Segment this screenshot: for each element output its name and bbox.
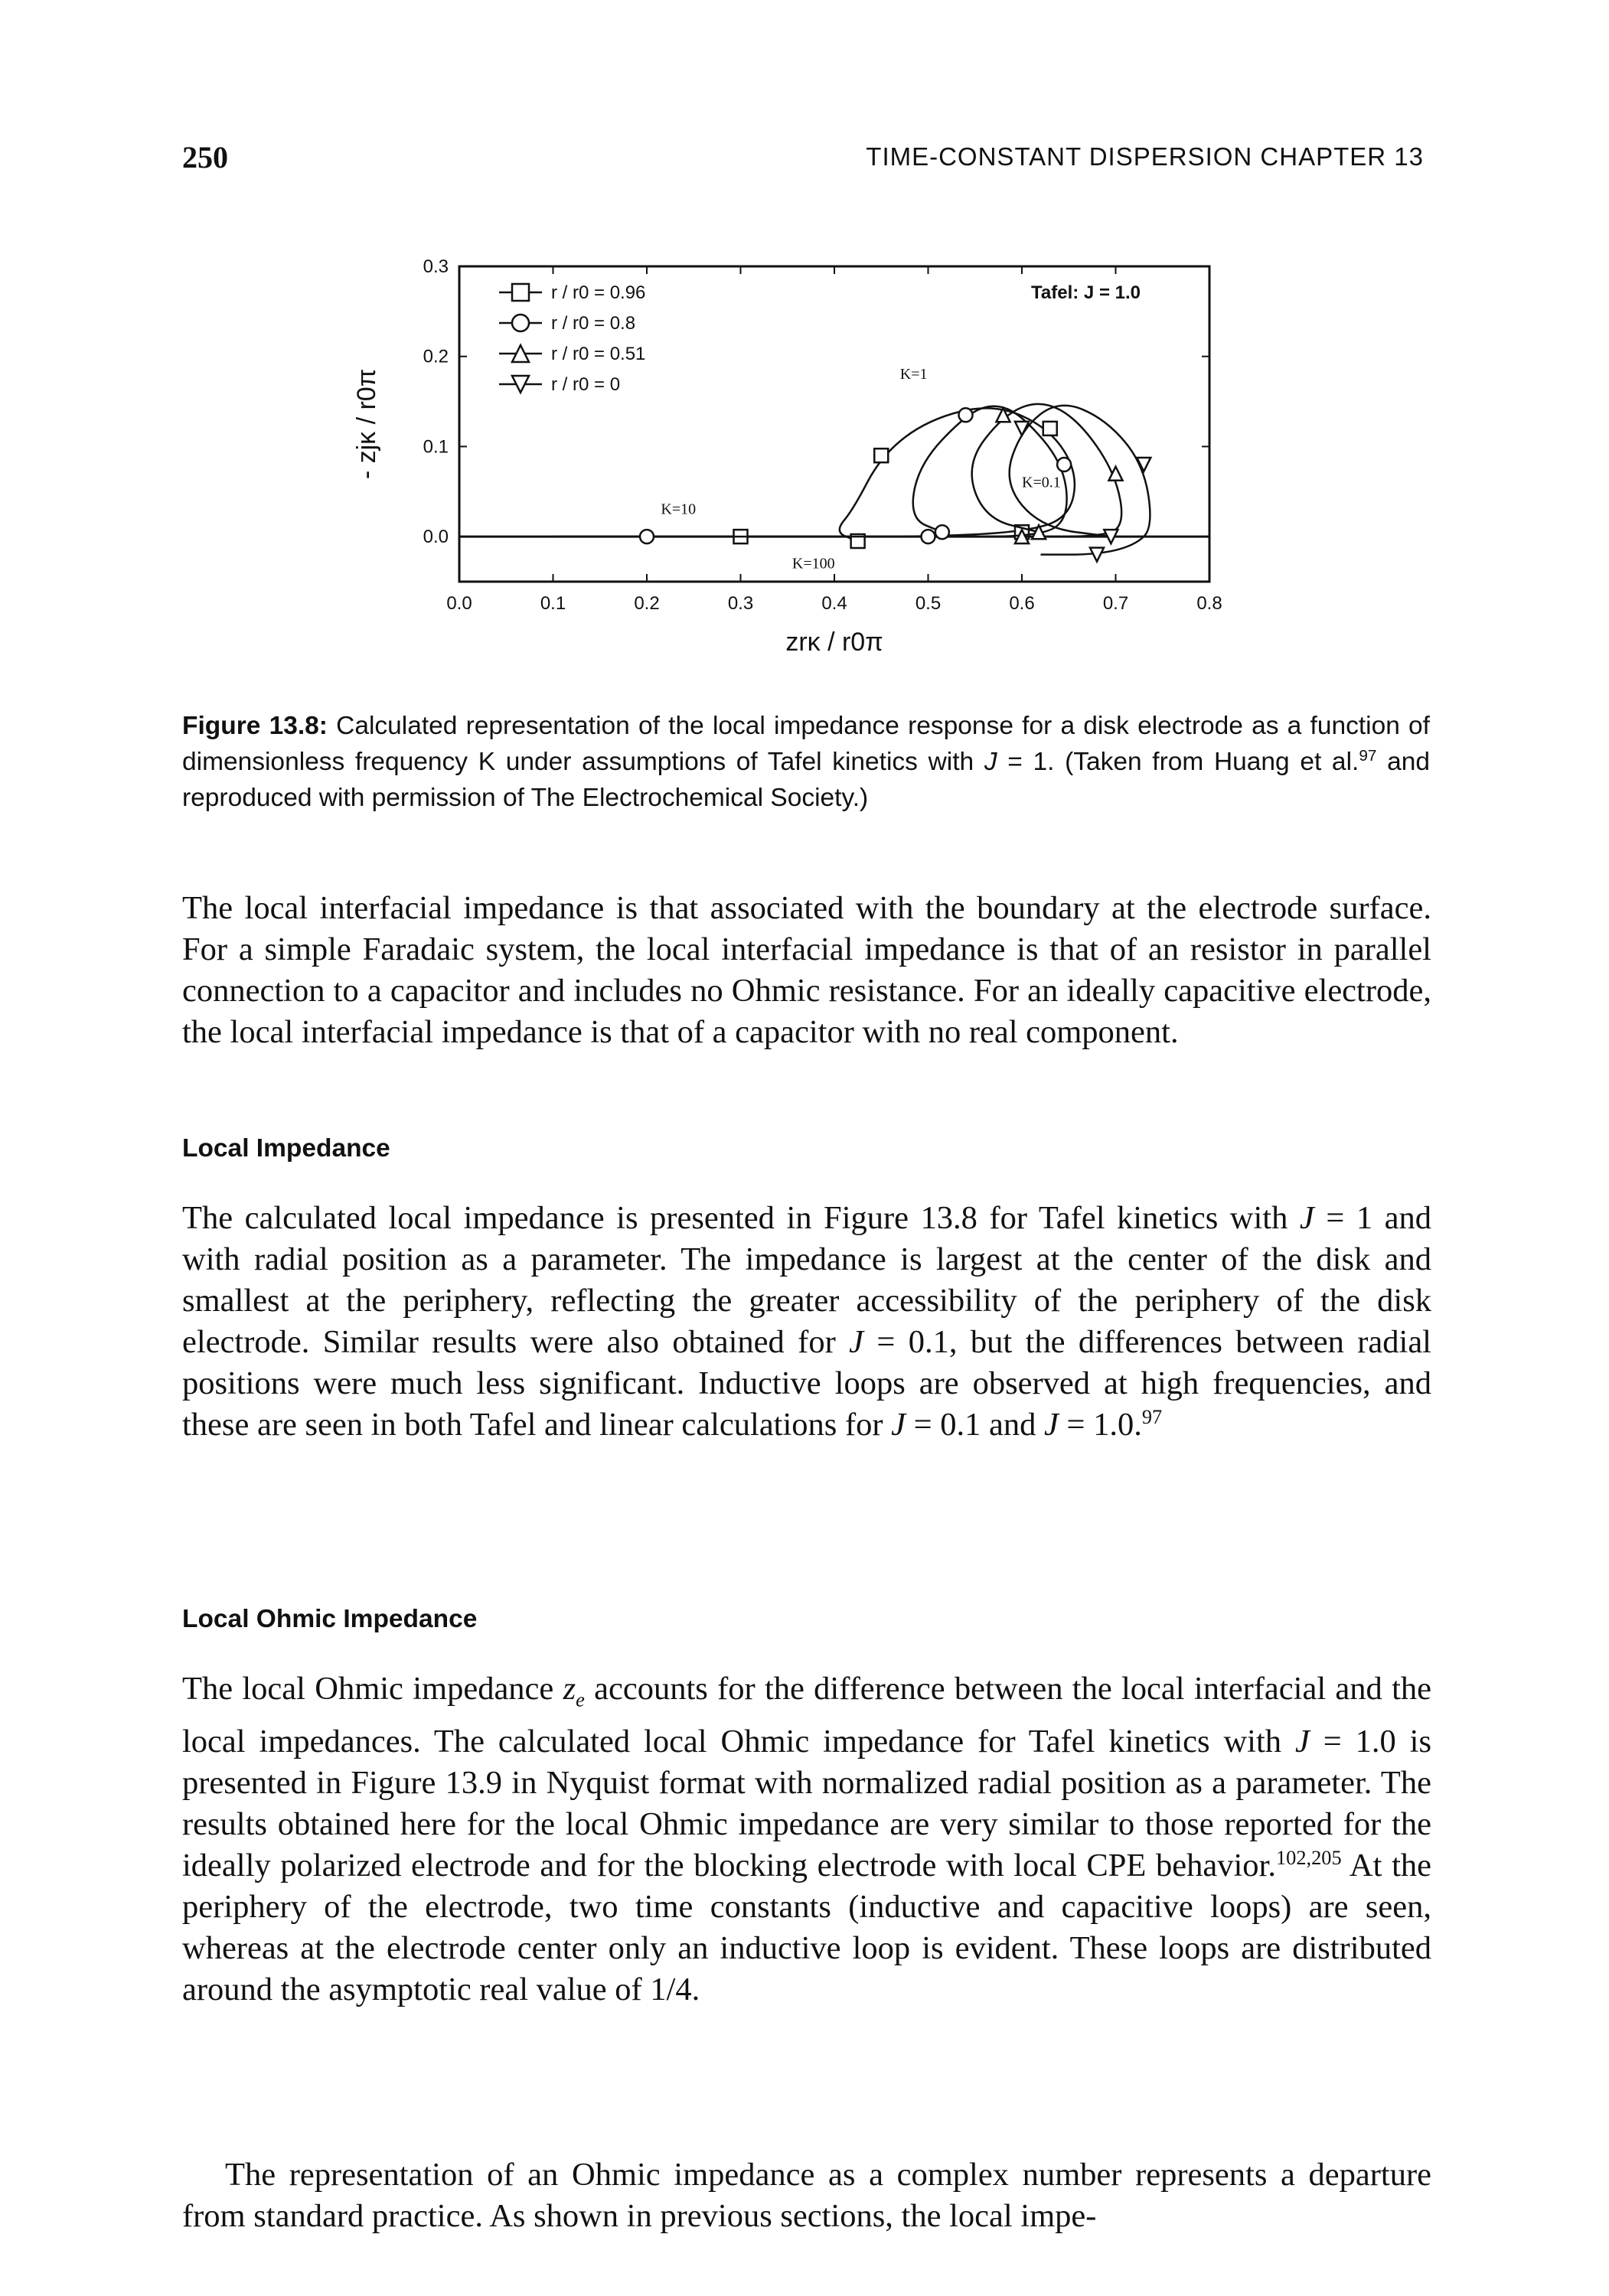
paragraph-3: The local Ohmic impedance ze accounts fo… [182,1668,1431,2011]
p2-j: J [1299,1200,1314,1236]
legend-marker-0 [511,282,530,302]
caption-ref: 97 [1359,746,1377,765]
series-point-1 [1056,456,1072,473]
legend-marker-3 [510,374,531,395]
x-tick-label: 0.1 [540,593,566,614]
x-axis-label: zrκ / r0π [785,628,883,657]
x-tick-label: 0.4 [821,593,847,614]
series-line-1 [553,405,1068,538]
x-tick-label: 0.2 [634,593,659,614]
k-label-3: K=0.1 [1022,474,1061,491]
legend-marker-2 [510,343,531,364]
series-line-2 [971,403,1123,538]
p3-zsub: e [576,1688,585,1711]
series-point-1 [638,528,655,545]
caption-j-var: J [984,748,997,776]
tafel-note: Tafel: J = 1.0 [1031,282,1141,303]
x-tick-label: 0.8 [1196,593,1222,614]
series-line-3 [1008,404,1151,556]
heading-local-impedance: Local Impedance [182,1134,390,1163]
p2-b: = 1 and with radial position as a parame… [182,1200,1431,1360]
x-tick-label: 0.0 [446,593,472,614]
caption-text-3: and reproduced with permission of The El… [182,748,1430,812]
running-head: TIME-CONSTANT DISPERSION CHAPTER 13 [866,142,1424,171]
p2-j-2: J [849,1324,863,1360]
legend-label-0: r / r0 = 0.96 [551,282,645,303]
p3-a: The local Ohmic impedance [182,1671,563,1707]
p2-a: The calculated local impedance is presen… [182,1200,1300,1236]
legend-label-1: r / r0 = 0.8 [551,313,635,334]
k-label-1: K=10 [661,501,696,518]
page-number: 250 [182,140,228,174]
y-tick-label: 0.1 [423,436,449,457]
figure-caption: Figure 13.8: Calculated representation o… [182,708,1430,816]
y-axis-label: - zjκ / r0π [352,369,381,479]
legend-label-2: r / r0 = 0.51 [551,344,645,364]
caption-label: Figure 13.8: [182,712,328,740]
k-label-0: K=1 [900,366,928,383]
p2-j-4: J [1043,1407,1059,1443]
series-point-2 [1030,523,1048,540]
p2-e: = 1.0. [1058,1407,1142,1443]
legend-marker-1 [511,313,530,333]
p3-c: = 1.0 is presented in Figure 13.9 in Nyq… [182,1723,1431,1883]
y-tick-label: 0.3 [423,256,449,277]
p2-c: = 0.1, but the differences between radia… [182,1324,1431,1443]
x-tick-label: 0.7 [1103,593,1128,614]
series-point-1 [958,406,974,423]
figure-13-8: 0.0 0.1 0.2 0.3 0.4 0.5 0.6 0.7 0.8 0.0 0.1 0.2 0.3 z… [321,245,1317,673]
paragraph-1: The local interfacial impedance is that … [182,890,1431,1050]
x-tick-label: 0.6 [1009,593,1034,614]
p3-b: accounts for the difference between the … [182,1671,1431,1760]
p3-d: At the periphery of the electrode, two t… [182,1847,1432,2007]
x-tick-label: 0.5 [915,593,941,614]
p3-j: J [1294,1723,1310,1760]
series-point-3 [1135,456,1153,474]
series-point-3 [1088,546,1106,564]
p3-z: z [563,1671,576,1707]
nyquist-chart: 0.0 0.1 0.2 0.3 0.4 0.5 0.6 0.7 0.8 0.0 0.1 0.2 0.3 z… [352,256,1222,657]
caption-text-1: Calculated representation of the local i… [182,712,1430,776]
caption-text-2: = 1. (Taken from Huang et al. [997,748,1359,776]
paragraph-4: The representation of an Ohmic impedance… [182,2157,1431,2234]
series-point-3 [1102,528,1120,546]
series-point-2 [994,406,1012,423]
series-point-0 [1042,420,1058,437]
p2-ref: 97 [1141,1405,1163,1428]
series-point-1 [934,524,951,540]
p2-d: = 0.1 and [906,1407,1044,1443]
y-tick-label: 0.2 [423,347,449,367]
p2-j-3: J [891,1407,906,1443]
series-point-0 [850,533,866,550]
y-tick-label: 0.0 [423,527,449,547]
series-point-2 [1107,464,1124,481]
heading-local-ohmic-impedance: Local Ohmic Impedance [182,1605,478,1633]
series-point-0 [873,447,889,464]
series-point-1 [920,528,936,545]
x-tick-label: 0.3 [728,593,753,614]
series-point-3 [1013,420,1031,438]
series-line-0 [553,407,1076,543]
k-label-2: K=100 [792,555,835,572]
series-point-2 [1013,527,1031,545]
legend-label-3: r / r0 = 0 [551,374,620,395]
p3-ref: 102,205 [1276,1846,1342,1869]
paragraph-2: The calculated local impedance is presen… [182,1198,1431,1446]
